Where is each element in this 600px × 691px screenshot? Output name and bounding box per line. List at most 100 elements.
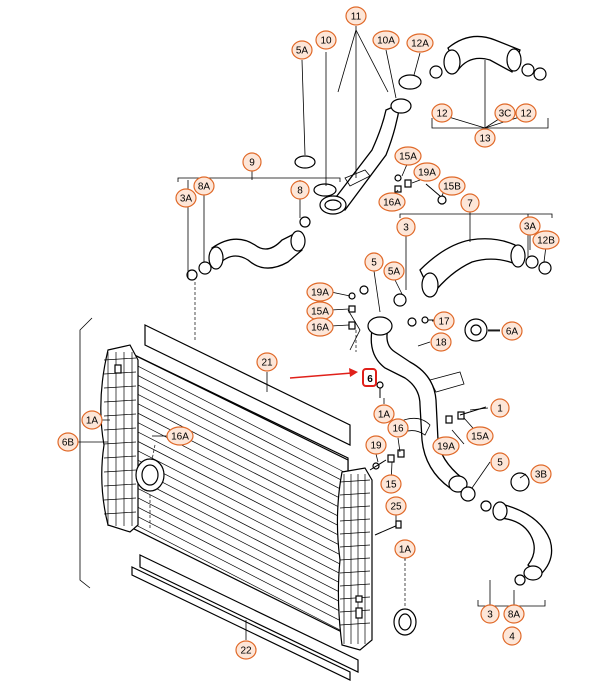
dashed-leaders [149,282,406,608]
callout-label-text: 5 [371,258,377,269]
callout-label: 6A [501,321,523,341]
callout-label-bubble [365,435,387,455]
callout-label-text: 15B [443,182,461,193]
callout-label: 7 [460,193,480,213]
callout-label-bubble [480,604,500,624]
callout-label-bubble [290,180,310,200]
callout-label-bubble [519,216,541,236]
callout-label-bubble [515,103,537,123]
callout-label-text: 12B [537,236,555,247]
callout-label-bubble [291,40,313,60]
callout-label: 12B [532,230,560,250]
callout-label-bubble [501,321,523,341]
left-end-tank [100,344,139,533]
callout-label-text: 10 [320,36,332,47]
callout-label: 4 [502,626,522,646]
callout-label-text: 15 [385,480,397,491]
callout-label: 1A [394,539,416,559]
callout-label: 5 [364,252,384,272]
callout-label: 16A [378,192,406,212]
callout-label: 5A [291,40,313,60]
callout-label-bubble [387,418,409,438]
callout-label-bubble [438,176,466,196]
callout-label: 15A [394,146,422,166]
callout-label-bubble [394,539,416,559]
callout-label: 15A [466,426,494,446]
callout-label-text: 16A [311,323,329,334]
callout-label: 16 [387,418,409,438]
callout-label-text: 6B [62,438,75,449]
callout-label: 5 [490,452,510,472]
callout-label-text: 3A [180,194,193,205]
callout-label-text: 18 [435,338,447,349]
callout-label-text: 21 [261,358,273,369]
callout-label: 6B [57,432,79,452]
callout-label-bubble [532,230,560,250]
callout-label-bubble [490,398,510,418]
callout-label-text: 1 [497,404,503,415]
callout-label-text: 13 [479,134,491,145]
callout-label: 25 [385,496,407,516]
callout-label: 1A [373,404,395,424]
callout-label-bubble [413,162,441,182]
callout-label-text: 8A [198,182,211,193]
callout-label: 8 [290,180,310,200]
callout-label: 12 [515,103,537,123]
callout-label-bubble [242,152,262,172]
callout-label-text: 17 [438,317,450,328]
callout-label-bubble [378,192,406,212]
lower-right-hose [460,472,553,607]
callout-label-text: 19A [311,288,329,299]
callout-label-text: 19A [418,168,436,179]
callout-label: 18 [430,332,452,352]
lower-seal-strip [139,554,359,673]
callout-label-bubble [396,217,416,237]
callout-label-bubble [306,317,334,337]
callout-label: 3A [519,216,541,236]
callout-label-bubble [503,604,525,624]
callout-label-bubble [345,6,367,26]
callout-label: 19 [365,435,387,455]
callout-label: 5A [383,261,405,281]
callout-label-bubble [394,146,422,166]
callout-label: 1 [490,398,510,418]
callout-label-bubble [235,640,257,660]
callout-label-text: 3 [487,610,493,621]
callout-label-text: 22 [240,646,252,657]
left-tank-grid [103,352,137,526]
callout-label-bubble [175,188,197,208]
callout-label: 15B [438,176,466,196]
callout-label: 6 [367,374,373,385]
callout-label-text: 11 [351,12,362,23]
callout-label-text: 19A [437,442,455,453]
callout-label-bubble [372,30,400,50]
callout-label-bubble [57,432,79,452]
callout-label-bubble [364,252,384,272]
callout-label: 19A [306,282,334,302]
callout-label-text: 8 [297,186,303,197]
callout-label-bubble [530,464,552,484]
callout-label-bubble [490,452,510,472]
callout-label-text: 25 [390,502,402,513]
fasteners [348,174,487,536]
callout-label: 8A [503,604,525,624]
left-mid-hose [177,177,341,281]
callout-label: 3 [480,604,500,624]
top-right-hose [429,35,549,129]
callout-label-text: 15A [311,307,329,318]
callout-label-bubble [432,436,460,456]
callout-label: 8A [193,176,215,196]
callout-label-bubble [373,404,395,424]
callout-label-text: 1A [378,410,391,421]
callout-label-bubble [81,410,103,430]
callout-label: 12A [406,33,434,53]
callout-label: 19A [413,162,441,182]
callout-label: 22 [235,640,257,660]
right-mid-hose [399,213,553,298]
callout-label-bubble [431,103,453,123]
callout-label: 9 [242,152,262,172]
callout-label-text: 3 [403,223,409,234]
callout-label-text: 6A [506,327,519,338]
callout-label: 10 [315,30,337,50]
callout-label: 10A [372,30,400,50]
